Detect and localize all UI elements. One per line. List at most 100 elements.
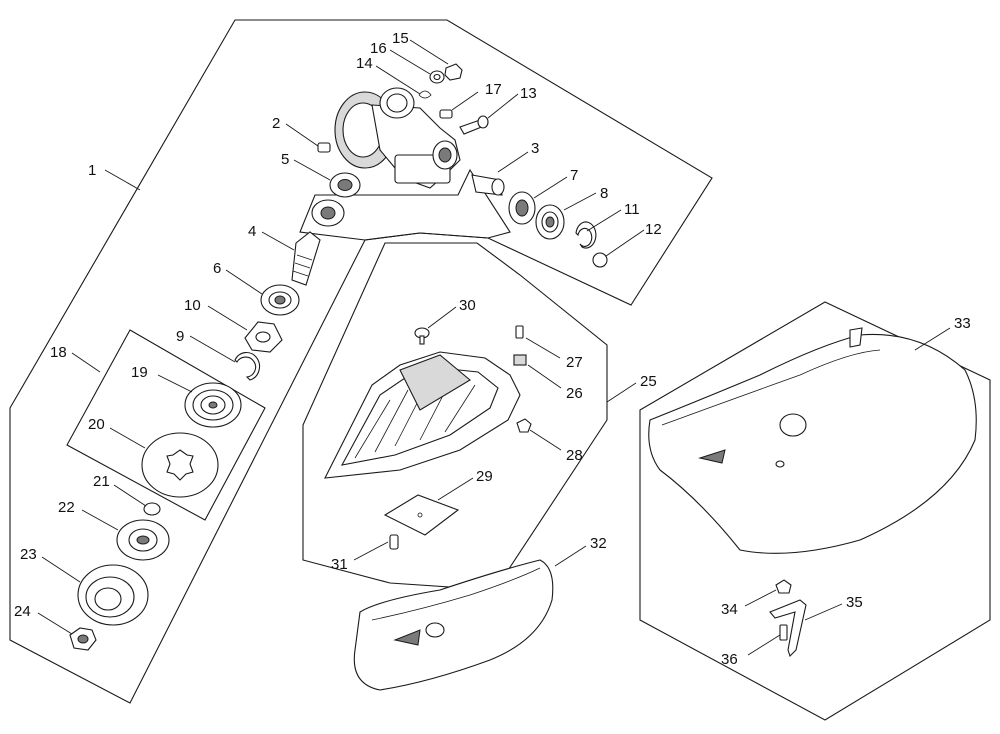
- nut-34: [775, 579, 792, 594]
- bearing-6: [260, 284, 300, 316]
- callout-32: 32: [590, 535, 607, 552]
- nut-28: [516, 418, 532, 433]
- leader-25: [606, 382, 637, 403]
- leader-9: [189, 335, 236, 363]
- leader-4: [261, 231, 295, 251]
- leader-15: [409, 39, 449, 65]
- callout-16: 16: [370, 40, 387, 57]
- leader-8: [563, 192, 597, 211]
- guard-frame: [324, 351, 521, 479]
- leader-30: [427, 306, 457, 329]
- leader-35: [804, 603, 843, 621]
- clip-14: [418, 90, 432, 99]
- callout-12: 12: [645, 221, 662, 238]
- callout-20: 20: [88, 416, 105, 433]
- ring-21: [143, 502, 161, 516]
- gear-case: [334, 87, 461, 189]
- bearing-7: [508, 191, 536, 225]
- callout-6: 6: [213, 260, 221, 277]
- leader-20: [109, 427, 146, 449]
- circlip-12: [592, 252, 608, 268]
- guard-32: [353, 559, 554, 691]
- nut-24: [69, 627, 97, 651]
- plate-29: [383, 494, 460, 536]
- screw-27: [515, 325, 524, 339]
- nut-26: [513, 354, 527, 366]
- leader-26: [527, 364, 562, 389]
- callout-11: 11: [624, 201, 640, 218]
- plate-20: [141, 432, 219, 498]
- callout-29: 29: [476, 468, 493, 485]
- leader-28: [529, 429, 562, 451]
- bearing-5: [329, 172, 361, 198]
- leader-16: [389, 49, 431, 75]
- callout-26: 26: [566, 385, 583, 402]
- callout-4: 4: [248, 223, 256, 240]
- guard-33: [648, 327, 977, 554]
- group-outline-gearcase-inset: [299, 168, 511, 241]
- leader-24: [37, 612, 73, 635]
- callout-27: 27: [566, 354, 583, 371]
- leader-31: [353, 541, 389, 561]
- leader-12: [605, 229, 645, 257]
- bolt-36: [779, 624, 788, 641]
- circlip-11: [575, 221, 597, 249]
- holder-22: [116, 519, 170, 561]
- washer-16: [429, 70, 445, 84]
- screw-30: [414, 327, 430, 345]
- bearing-8: [535, 204, 565, 240]
- leader-11: [586, 209, 622, 232]
- leader-19: [157, 374, 193, 393]
- leader-32: [554, 545, 587, 567]
- gear-inset: [311, 199, 345, 227]
- cover-23: [77, 564, 149, 626]
- leader-2: [285, 123, 319, 147]
- leader-34: [744, 589, 777, 607]
- callout-7: 7: [570, 167, 578, 184]
- leader-29: [437, 477, 474, 501]
- callout-23: 23: [20, 546, 37, 563]
- leader-5: [293, 159, 331, 181]
- screw-2: [317, 142, 331, 153]
- callout-8: 8: [600, 185, 608, 202]
- group-outline-18: [66, 329, 266, 521]
- screw-17: [439, 109, 453, 119]
- leader-22: [81, 509, 119, 531]
- circlip-9: [234, 351, 261, 381]
- callout-30: 30: [459, 297, 476, 314]
- leader-7: [533, 176, 568, 199]
- group-outline-25: [302, 242, 608, 591]
- callout-33: 33: [954, 315, 971, 332]
- callout-13: 13: [520, 85, 537, 102]
- callout-14: 14: [356, 55, 373, 72]
- washer-10: [244, 321, 283, 353]
- leader-10: [207, 305, 248, 331]
- leader-23: [41, 556, 81, 583]
- callout-2: 2: [272, 115, 280, 132]
- callout-17: 17: [485, 81, 502, 98]
- callout-35: 35: [846, 594, 863, 611]
- callout-19: 19: [131, 364, 148, 381]
- callout-5: 5: [281, 151, 289, 168]
- group-outline-33: [639, 301, 991, 721]
- callout-15: 15: [392, 30, 409, 47]
- leader-21: [113, 484, 147, 507]
- callout-18: 18: [50, 344, 67, 361]
- callout-24: 24: [14, 603, 31, 620]
- shaft-3: [471, 174, 505, 196]
- leader-18: [71, 352, 101, 373]
- callout-21: 21: [93, 473, 110, 490]
- callout-31: 31: [331, 556, 348, 573]
- cup-19: [184, 382, 242, 428]
- leader-6: [225, 269, 263, 295]
- callout-9: 9: [176, 328, 184, 345]
- leader-17: [451, 91, 479, 111]
- bracket-35: [769, 599, 807, 658]
- callout-25: 25: [640, 373, 657, 390]
- leader-3: [497, 151, 529, 173]
- callout-36: 36: [721, 651, 738, 668]
- callout-3: 3: [531, 140, 539, 157]
- leader-14: [375, 65, 421, 95]
- leader-1: [104, 169, 141, 191]
